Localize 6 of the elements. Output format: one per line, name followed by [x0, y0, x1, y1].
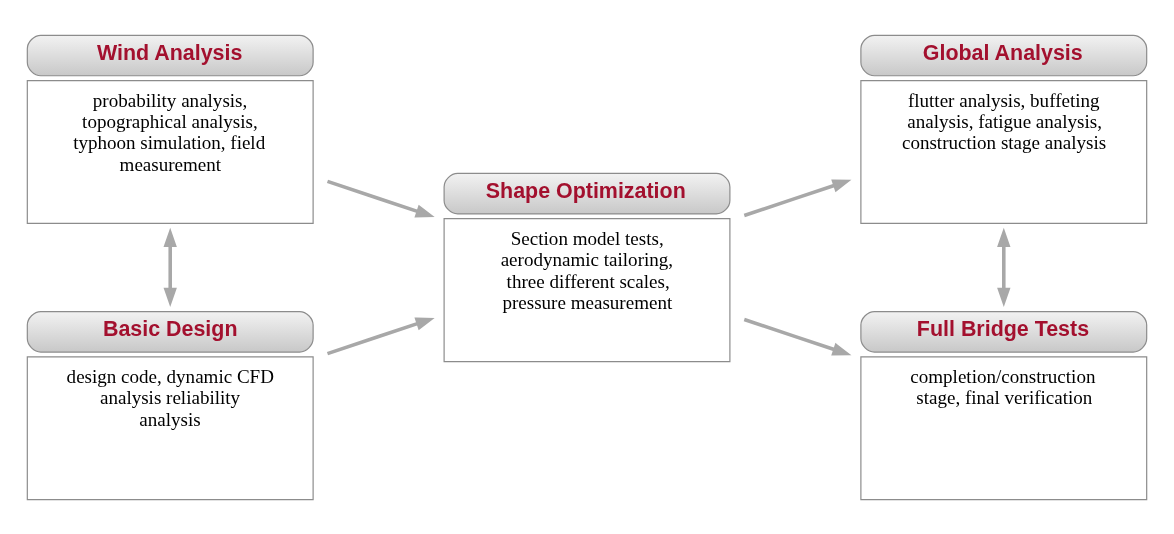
arrow — [743, 178, 852, 217]
arrow — [997, 227, 1011, 307]
arrow — [743, 317, 852, 356]
arrow — [326, 317, 435, 355]
arrow — [163, 227, 177, 307]
arrow — [326, 179, 435, 217]
